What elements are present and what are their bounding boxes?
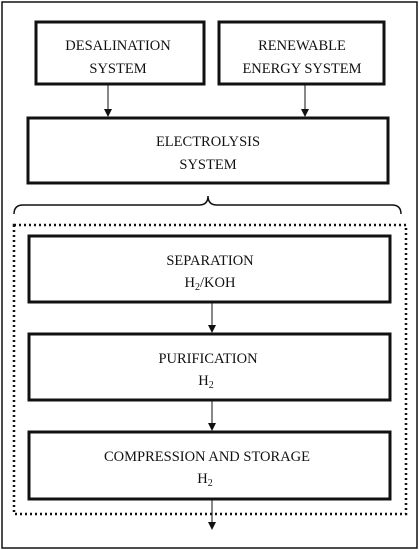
compression-label-line2: H2 — [197, 471, 212, 489]
electrolysis-label-line1: ELECTROLYSIS — [156, 134, 260, 150]
desalination-label-line1: DESALINATION — [65, 38, 171, 54]
renewable-energy-system-box: RENEWABLE ENERGY SYSTEM — [217, 20, 386, 86]
post-processing-dotted-frame — [12, 223, 408, 516]
electrolysis-label-line2: SYSTEM — [179, 157, 236, 173]
compression-label-line1: COMPRESSION AND STORAGE — [104, 449, 310, 465]
separation-box: SEPARATION H2/KOH — [27, 234, 392, 304]
purification-label-line2: H2 — [198, 373, 213, 391]
desalination-label-line2: SYSTEM — [89, 61, 146, 77]
electrolysis-system-box: ELECTROLYSIS SYSTEM — [26, 116, 390, 185]
renewable-label-line1: RENEWABLE — [258, 38, 346, 54]
curly-brace — [13, 195, 402, 215]
renewable-label-line2: ENERGY SYSTEM — [242, 61, 361, 77]
separation-label-line2: H2/KOH — [185, 275, 236, 293]
purification-label-line1: PURIFICATION — [158, 351, 258, 367]
desalination-system-box: DESALINATION SYSTEM — [34, 20, 206, 86]
purification-box: PURIFICATION H2 — [27, 332, 392, 402]
compression-storage-box: COMPRESSION AND STORAGE H2 — [27, 430, 392, 501]
separation-label-line1: SEPARATION — [166, 253, 254, 269]
